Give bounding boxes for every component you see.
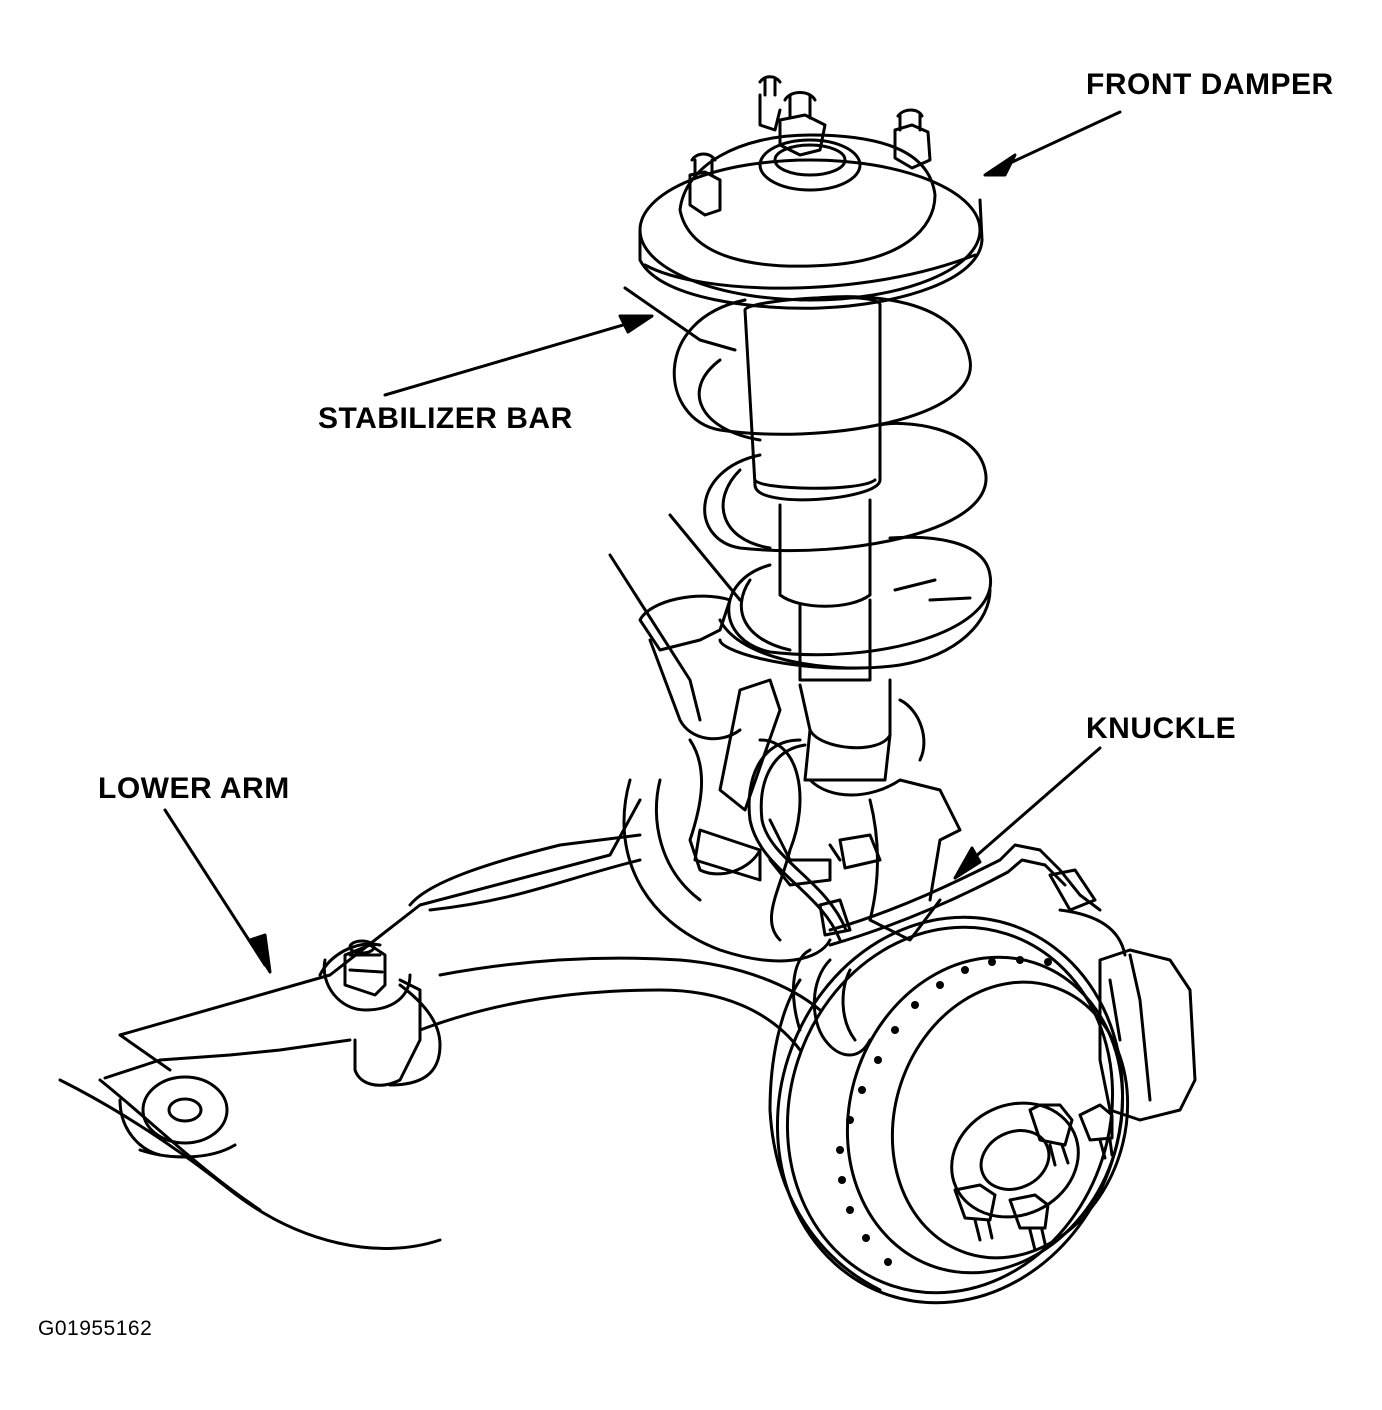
knuckle-drawing <box>640 596 1100 1055</box>
figure-code: G01955162 <box>38 1317 153 1340</box>
knuckle-leader-line <box>960 748 1100 870</box>
brake-disc-assembly <box>728 872 1195 1348</box>
strut-body <box>745 297 890 780</box>
lower-arm-leader-line <box>165 810 265 965</box>
disc-vent-holes <box>836 956 1052 1266</box>
front-damper-top-mount <box>640 77 1120 308</box>
lower-arm-label: LOWER ARM <box>98 772 290 805</box>
stabilizer-bar-leader-line <box>385 320 640 395</box>
stabilizer-bar-label: STABILIZER BAR <box>318 402 573 435</box>
front-damper-leader-line <box>995 112 1120 170</box>
front-damper-label: FRONT DAMPER <box>1086 68 1334 101</box>
top-mount-studs <box>690 77 930 215</box>
lower-arm-bolt <box>324 941 410 1010</box>
lower-arm-bushing <box>143 1077 227 1143</box>
coil-spring <box>674 297 990 669</box>
wheel-studs <box>955 1105 1112 1250</box>
knuckle-label: KNUCKLE <box>1086 712 1237 745</box>
brake-caliper <box>1100 950 1195 1120</box>
wheel-hub <box>933 1083 1097 1238</box>
lower-arm-drawing <box>60 780 830 1248</box>
stabilizer-bar-drawing <box>385 288 740 720</box>
